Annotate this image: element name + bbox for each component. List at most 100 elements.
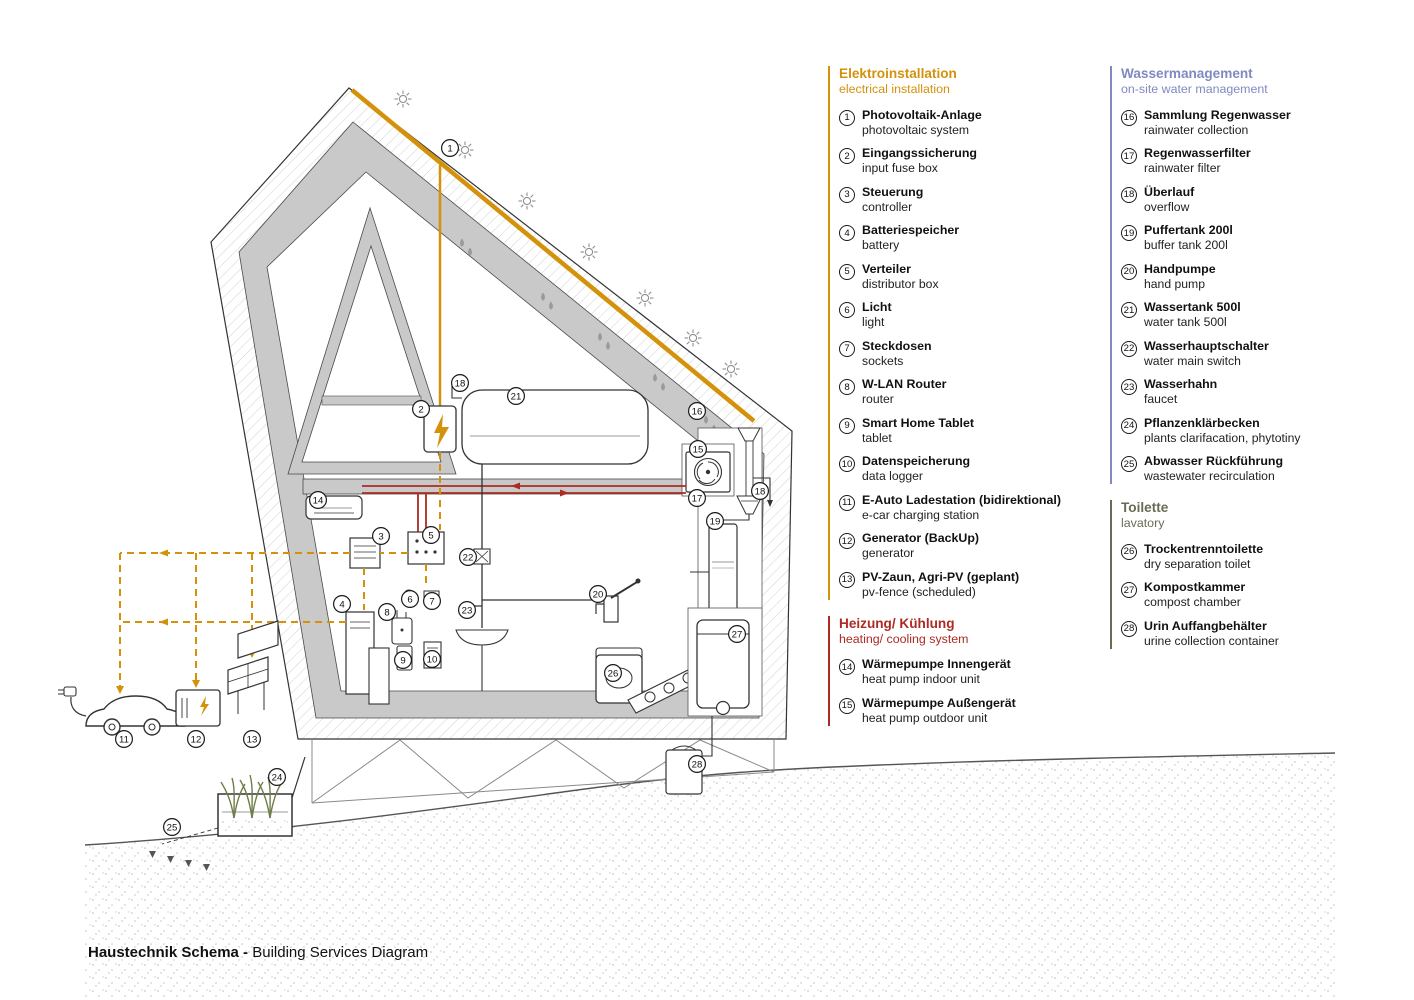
item-label-de: Eingangssicherung xyxy=(862,146,977,161)
item-number-badge: 11 xyxy=(839,494,855,511)
svg-text:10: 10 xyxy=(427,654,438,665)
item-number-badge: 16 xyxy=(1121,109,1137,126)
item-label-en: data logger xyxy=(862,469,923,484)
svg-text:14: 14 xyxy=(313,495,324,506)
item-number-badge: 17 xyxy=(1121,148,1137,165)
svg-text:24: 24 xyxy=(272,772,283,783)
item-label-en: rainwater collection xyxy=(1144,122,1249,137)
infiltration-line xyxy=(161,827,219,845)
diagram-marker-22: 22 xyxy=(459,547,478,566)
item-label-en: buffer tank 200l xyxy=(1144,238,1228,253)
svg-text:1: 1 xyxy=(447,143,452,154)
item-label-en: rainwater filter xyxy=(1144,161,1221,176)
diagram-marker-2: 2 xyxy=(412,400,431,419)
item-label-de: Urin Auffangbehälter xyxy=(1144,618,1267,633)
item-label-de: Batteriespeicher xyxy=(862,223,960,238)
diagram-marker-11: 11 xyxy=(114,729,133,748)
infiltration-arrows xyxy=(149,851,210,871)
item-number-badge: 2 xyxy=(839,148,855,165)
svg-text:7: 7 xyxy=(429,596,434,607)
item-label-en: sockets xyxy=(862,353,904,368)
svg-text:27: 27 xyxy=(732,629,743,640)
diagram-marker-25: 25 xyxy=(163,817,182,836)
item-number-badge: 15 xyxy=(839,697,855,714)
diagram-marker-8: 8 xyxy=(378,602,397,621)
item-label-de: Kompostkammer xyxy=(1144,580,1246,595)
item-label-en: heat pump indoor unit xyxy=(862,672,980,687)
svg-text:17: 17 xyxy=(692,493,703,504)
svg-text:19: 19 xyxy=(710,516,721,527)
svg-text:20: 20 xyxy=(593,589,604,600)
legend-section-title: Toilette xyxy=(1121,500,1169,516)
diagram-marker-27: 27 xyxy=(727,624,746,643)
item-number-badge: 8 xyxy=(839,379,855,396)
diagram-marker-1: 1 xyxy=(441,139,460,158)
svg-text:3: 3 xyxy=(378,531,383,542)
diagram-caption: Haustechnik Schema - Building Services D… xyxy=(88,944,428,961)
item-label-de: Steckdosen xyxy=(862,338,932,353)
item-number-badge: 27 xyxy=(1121,582,1137,599)
item-label-de: Wärmepumpe Innengerät xyxy=(862,657,1011,672)
item-label-de: Wassertank 500l xyxy=(1144,300,1241,315)
svg-text:2: 2 xyxy=(418,404,423,415)
item-number-badge: 14 xyxy=(839,659,855,676)
ground-terrain xyxy=(84,752,1336,997)
item-label-en: router xyxy=(862,392,894,407)
item-label-en: tablet xyxy=(862,430,892,445)
item-label-de: Puffertank 200l xyxy=(1144,223,1233,238)
diagram-marker-26: 26 xyxy=(603,663,622,682)
item-label-de: Datenspeicherung xyxy=(862,454,971,469)
item-number-badge: 24 xyxy=(1121,417,1137,434)
item-label-en: battery xyxy=(862,238,900,253)
diagram-marker-4: 4 xyxy=(333,594,352,613)
diagram-marker-16: 16 xyxy=(687,402,706,421)
item-label-de: Steuerung xyxy=(862,184,924,199)
svg-text:21: 21 xyxy=(511,391,522,402)
item-label-de: E-Auto Ladestation (bidirektional) xyxy=(862,492,1061,507)
item-number-badge: 21 xyxy=(1121,302,1137,319)
legend-item-11: 11 E-Auto Ladestation (bidirektional)e-ca… xyxy=(839,493,1110,523)
item-label-de: W-LAN Router xyxy=(862,377,947,392)
item-label-de: Wasserhahn xyxy=(1144,377,1218,392)
item-label-en: e-car charging station xyxy=(862,507,980,522)
item-label-en: dry separation toilet xyxy=(1144,556,1251,571)
item-label-en: wastewater recirculation xyxy=(1144,469,1275,484)
caption-title-en: Building Services Diagram xyxy=(252,944,429,961)
svg-text:18: 18 xyxy=(755,486,766,497)
diagram-marker-18: 18 xyxy=(750,482,769,501)
item-number-badge: 20 xyxy=(1121,263,1137,280)
item-number-badge: 28 xyxy=(1121,620,1137,637)
diagram-marker-20: 20 xyxy=(588,584,607,603)
